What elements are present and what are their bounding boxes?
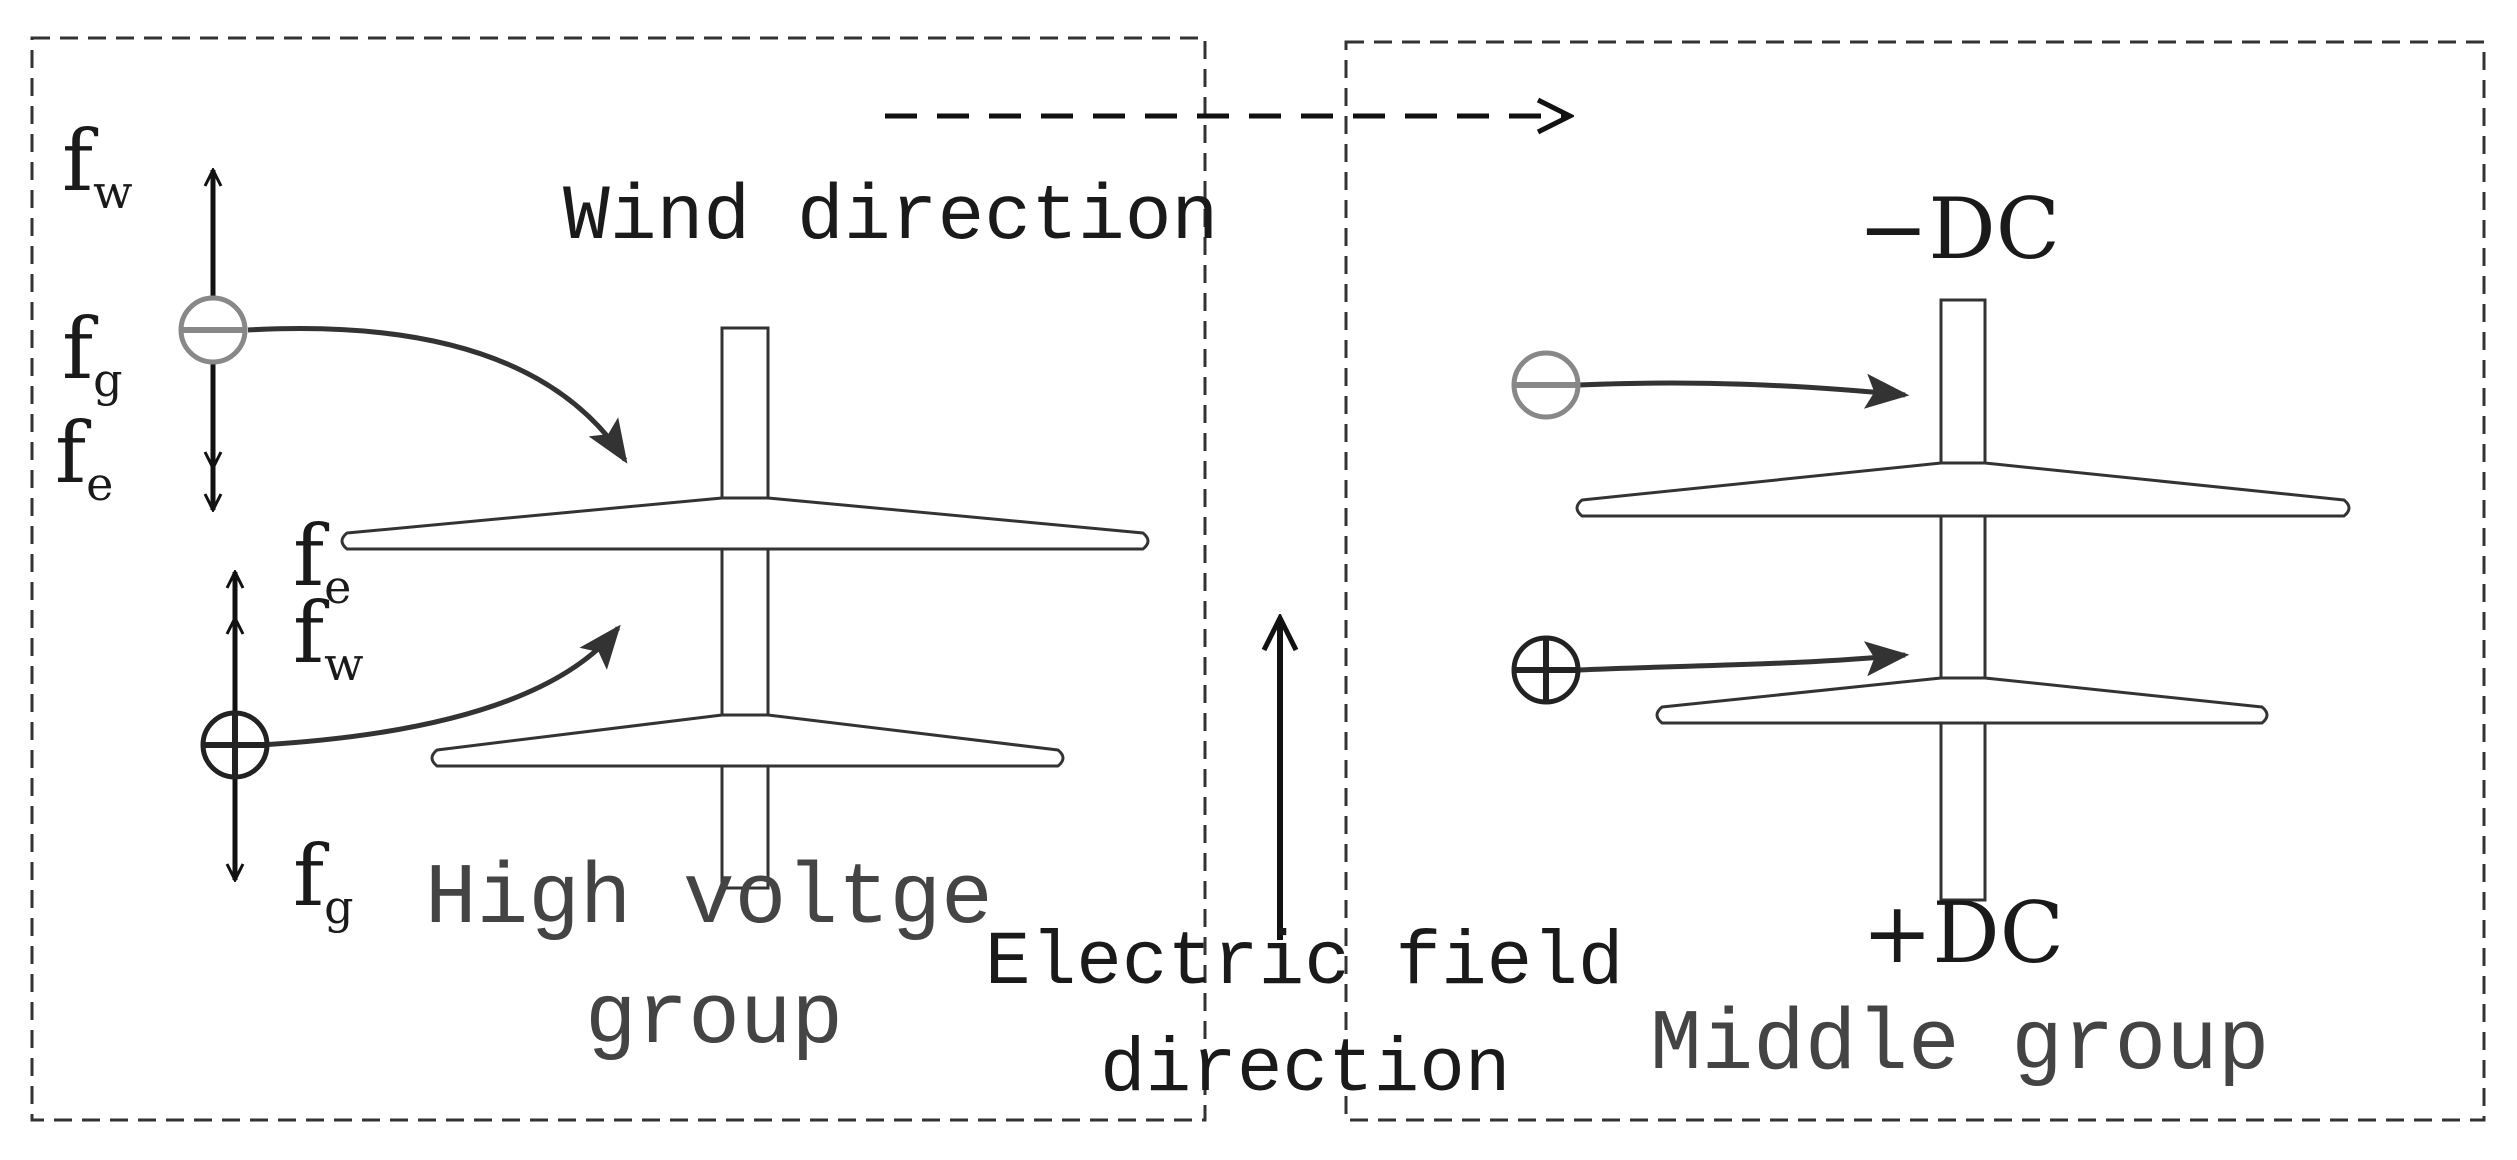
negative-charge-path-middle (1577, 373, 1910, 409)
wind-force-label-lower: fw (293, 584, 363, 691)
positive-charge-path-middle (1577, 641, 1910, 677)
negative-charge-middle (1511, 350, 1581, 420)
wind-direction-label: Wind direction (563, 174, 1218, 262)
electric-force-label-lower: fe (293, 507, 351, 614)
gravity-force-label-lower: fg (293, 827, 354, 934)
positive-charge-middle (1511, 635, 1581, 705)
positive-charge-trajectory (259, 624, 621, 748)
middle-group-label: Middle group (1650, 996, 2269, 1094)
negative-charge-high-voltage (178, 295, 248, 365)
electric-field-label-line1: Electric field (985, 920, 1624, 1006)
high-voltage-insulator (340, 326, 1150, 890)
positive-charge-high-voltage (200, 710, 270, 780)
negative-charge-trajectory (247, 326, 628, 464)
middle-group-box (1344, 40, 2486, 1122)
electric-field-label-line2: direction (1100, 1027, 1510, 1113)
positive-dc-label: +DC (1862, 884, 2064, 982)
high-voltage-group-label-line1: High voltge (425, 850, 993, 948)
high-voltage-group-label-line2: group (585, 970, 843, 1068)
high-voltage-group-box (30, 36, 1207, 1122)
gravity-force-label-upper: fg (62, 300, 123, 407)
middle-group-insulator (1575, 298, 2351, 902)
negative-dc-label: −DC (1858, 180, 2060, 278)
electric-force-label-upper: fe (55, 404, 113, 511)
wind-force-label-upper: fw (62, 112, 132, 219)
